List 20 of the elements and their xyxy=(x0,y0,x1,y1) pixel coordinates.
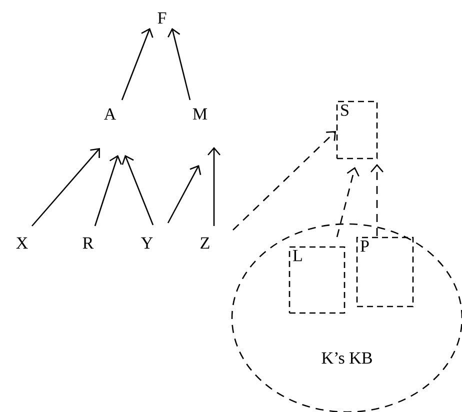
arrow xyxy=(121,28,154,100)
letter-label: Y xyxy=(141,237,153,249)
letter-label: X xyxy=(16,237,28,249)
arrow xyxy=(94,155,122,226)
letter-label: M xyxy=(192,108,208,120)
dashed-box: L xyxy=(288,246,346,314)
letter-label: F xyxy=(158,12,166,24)
arrow xyxy=(167,165,202,224)
arrow xyxy=(370,164,384,236)
arrow xyxy=(336,167,360,238)
arrow xyxy=(32,148,100,226)
dashed-box: P xyxy=(356,236,414,308)
letter-label: Z xyxy=(200,237,210,249)
arrow xyxy=(232,131,336,230)
letter-label: R xyxy=(82,237,94,249)
arrow xyxy=(168,28,191,100)
arrow xyxy=(208,147,220,226)
letter-label: A xyxy=(104,108,116,120)
arrow xyxy=(122,155,154,226)
dashed-box: S xyxy=(336,100,378,160)
